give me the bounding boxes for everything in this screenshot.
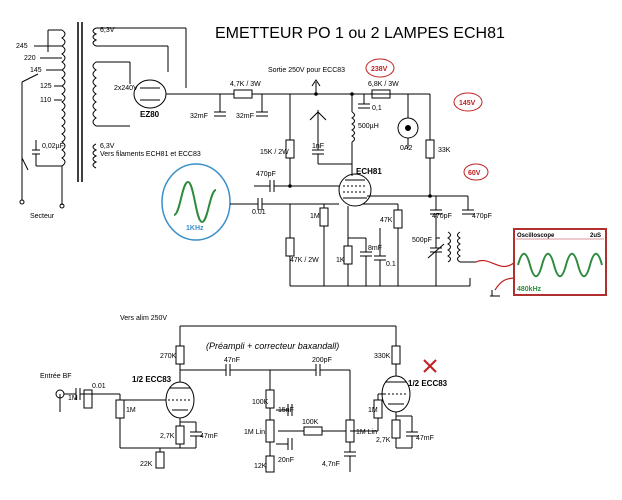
cap-label: 200pF (312, 357, 332, 364)
tap-label: 125 (40, 83, 52, 90)
tube-label: 1/2 ECC83 (132, 375, 172, 384)
res-label: 330K (374, 353, 391, 360)
coil-label: 500µH (358, 123, 379, 130)
cap-label: 1nF (312, 143, 324, 150)
cap-label: 470pF (472, 213, 492, 220)
supply-note: Vers alim 250V (120, 315, 167, 322)
res-label: 22K (140, 461, 153, 468)
cap-label: 47mF (416, 435, 434, 442)
res-label: 47K / 2W (290, 257, 319, 264)
audio-signal-bubble: 1KHz (161, 163, 234, 241)
oscilloscope-box: Oscilloscope 2uS 480kHz (513, 228, 607, 296)
badge-145v: 145V (453, 92, 483, 112)
res-label: 1M (368, 407, 378, 414)
output-note: Sortie 250V pour ECC83 (268, 67, 345, 74)
disabled-mark-icon (423, 359, 437, 373)
voltage-taps: 245 220 145 125 110 (16, 43, 62, 200)
res-label: 4,7K / 3W (230, 81, 261, 88)
cap-label: 0.01 (92, 383, 106, 390)
badge-label: 60V (468, 170, 481, 177)
pot-label: 1M Lin (244, 429, 265, 436)
pot-label: 1M Lin (356, 429, 377, 436)
tap-label: 220 (24, 55, 36, 62)
cap-label: 0.1 (386, 261, 396, 268)
res-label: 1M (310, 213, 320, 220)
cap-label: 32mF (236, 113, 254, 120)
cap-label: 0.01 (252, 209, 266, 216)
mains-input: 0,02µF Secteur (19, 140, 65, 220)
res-label: 1K (336, 257, 345, 264)
scope-timebase: 2uS (590, 233, 601, 239)
badge-label: 145V (459, 100, 476, 107)
scope-title: Oscilloscope (517, 233, 555, 239)
cap-label: 4,7nF (322, 461, 340, 468)
res-label: 12K (254, 463, 267, 470)
cap-label: 32mF (190, 113, 208, 120)
preamp-subtitle: (Préampli + correcteur baxandall) (206, 341, 339, 351)
rectifier-label: EZ80 (140, 110, 160, 119)
heater-note: Vers filaments ECH81 et ECC83 (100, 151, 201, 158)
tap-label: 245 (16, 43, 28, 50)
power-transformer (47, 22, 98, 182)
res-label: 270K (160, 353, 177, 360)
tap-label: 145 (30, 67, 42, 74)
pot-label: 1M (68, 395, 78, 402)
badge-60v: 60V (463, 163, 489, 181)
tap-label: 110 (40, 97, 51, 104)
oscillator-stage: 1nF 500µH ECH81 15K / 2W 470pF 0.01 (234, 94, 516, 297)
tube-label: 1/2 ECC83 (408, 379, 448, 388)
res-label: 100K (302, 419, 319, 426)
cap-label: 47mF (200, 433, 218, 440)
scope-freq: 480kHz (517, 286, 542, 293)
cap-label: 470pF (256, 171, 276, 178)
badge-label: 238V (371, 66, 388, 73)
secondary-label: 6,3V (100, 27, 115, 34)
mains-label: Secteur (30, 213, 55, 220)
res-label: 2,7K (376, 437, 391, 444)
rectifier-tube: EZ80 (96, 27, 220, 127)
cap-label: 470pF (432, 213, 452, 220)
regulator-label: 0A2 (400, 145, 413, 152)
cap-label: 15nF (278, 407, 294, 414)
cap-label: 47nF (224, 357, 240, 364)
res-label: 33K (438, 147, 451, 154)
preamp-stage: Vers alim 250V 270K 330K (Préampli + cor… (40, 315, 448, 473)
res-label: 47K (380, 217, 393, 224)
res-label: 15K / 2W (260, 149, 289, 156)
res-label: 2,7K (160, 433, 175, 440)
cap-label: 500pF (412, 237, 432, 244)
diagram-title: EMETTEUR PO 1 ou 2 LAMPES ECH81 (215, 25, 505, 42)
signal-freq-label: 1KHz (186, 225, 204, 232)
badge-238v: 238V (365, 58, 395, 78)
cap-label: 8mF (368, 245, 382, 252)
cap-label: 0,02µF (42, 143, 64, 150)
res-label: 1M (126, 407, 136, 414)
psu-filter: 4,7K / 3W 32mF 32mF Sortie 250V pour ECC… (190, 67, 451, 196)
cap-label: 0,1 (372, 105, 382, 112)
res-label: 100K (252, 399, 269, 406)
cap-label: 20nF (278, 457, 294, 464)
secondary-label: 6,3V (100, 143, 115, 150)
secondary-label: 2x240V (114, 85, 138, 92)
input-label: Entrée BF (40, 373, 72, 380)
res-label: 6,8K / 3W (368, 81, 399, 88)
tube-label: ECH81 (356, 167, 382, 176)
